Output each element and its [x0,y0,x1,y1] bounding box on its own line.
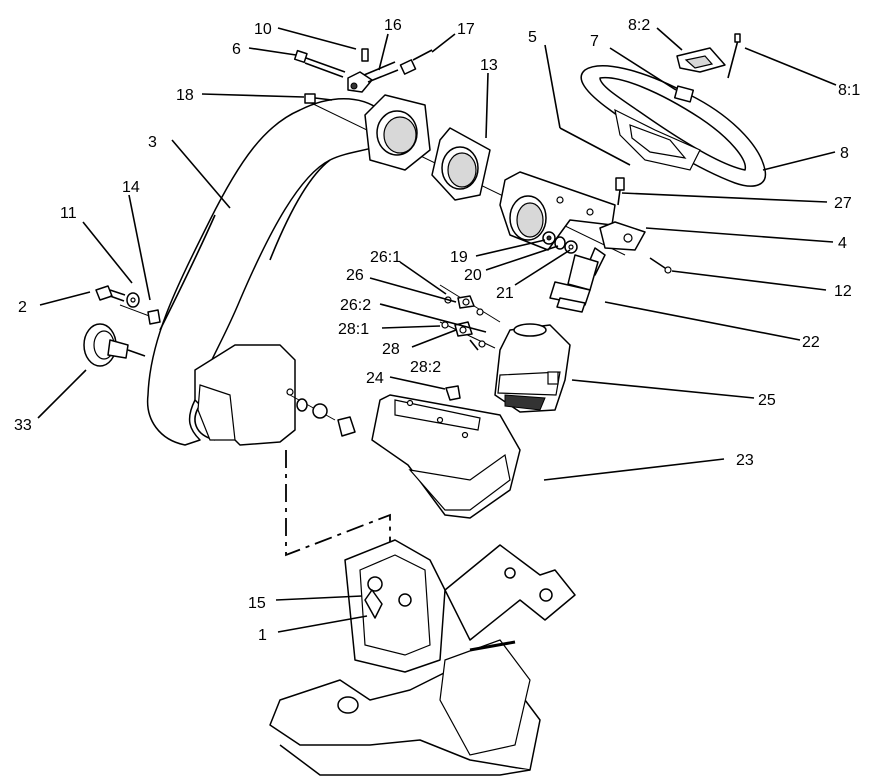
callout-15: 15 [248,595,266,612]
callout-27: 27 [834,195,852,212]
callout-8-2: 8:2 [628,17,650,34]
tractor-frame [269,539,576,776]
callout-22: 22 [802,334,820,351]
callout-20: 20 [464,267,482,284]
callout-26: 26 [346,267,364,284]
callout-24: 24 [366,370,384,387]
callout-2: 2 [18,299,27,316]
callout-26-1: 26:1 [370,249,401,266]
callout-28-2: 28:2 [410,359,441,376]
knob-33 [83,323,146,367]
callout-1: 1 [258,627,267,644]
callout-19: 19 [450,249,468,266]
tube-side-hardware [296,398,356,437]
callout-4: 4 [838,235,847,252]
cap-8-2 [676,47,726,73]
upper-flange-plate [364,94,431,171]
steering-shaft [549,247,606,313]
bolt-18 [304,93,333,104]
callout-18: 18 [176,87,194,104]
callout-8-1: 8:1 [838,82,860,99]
callout-7: 7 [590,33,599,50]
callout-10: 10 [254,21,272,38]
flange-plate-13 [431,127,491,201]
mounting-dash-line [285,450,391,557]
callout-23: 23 [736,452,754,469]
bracket-plate-4 [599,221,646,251]
callout-5: 5 [528,29,537,46]
clip-24 [445,385,461,401]
callout-16: 16 [384,17,402,34]
callout-13: 13 [480,57,498,74]
fittings-28 [441,321,486,348]
spacer-16 [347,61,399,93]
callout-26-2: 26:2 [340,297,371,314]
callout-17: 17 [457,21,475,38]
steering-wheel-cap-7 [673,85,695,103]
callout-labels: 10 16 17 6 18 13 5 7 8:2 8:1 8 3 27 4 11… [14,17,860,644]
callout-21: 21 [496,285,514,302]
steering-control-unit [494,323,571,413]
bolt-2 [95,285,126,302]
callout-8: 8 [840,145,849,162]
screw-12 [649,257,672,274]
spacer-14 [147,309,161,325]
bolt-6 [293,49,346,78]
screw-8-1 [727,33,741,79]
callout-11: 11 [60,205,77,222]
bolt-27 [615,177,625,206]
callout-33: 33 [14,417,32,434]
callout-25: 25 [758,392,776,409]
fittings-26 [444,295,484,316]
callout-6: 6 [232,41,241,58]
steering-wheel [580,65,767,187]
pin-10 [361,48,369,62]
bolt-17 [399,49,433,75]
column-support-bracket [499,171,616,251]
callout-14: 14 [122,179,140,196]
callout-28-1: 28:1 [338,321,369,338]
steering-cover [371,394,521,519]
callout-3: 3 [148,134,157,151]
callout-12: 12 [834,283,852,300]
leader-lines [37,27,837,633]
washers-19-20-21 [542,231,578,254]
tube-mount-plate [194,344,296,446]
washer-11 [126,292,140,308]
callout-28: 28 [382,341,400,358]
